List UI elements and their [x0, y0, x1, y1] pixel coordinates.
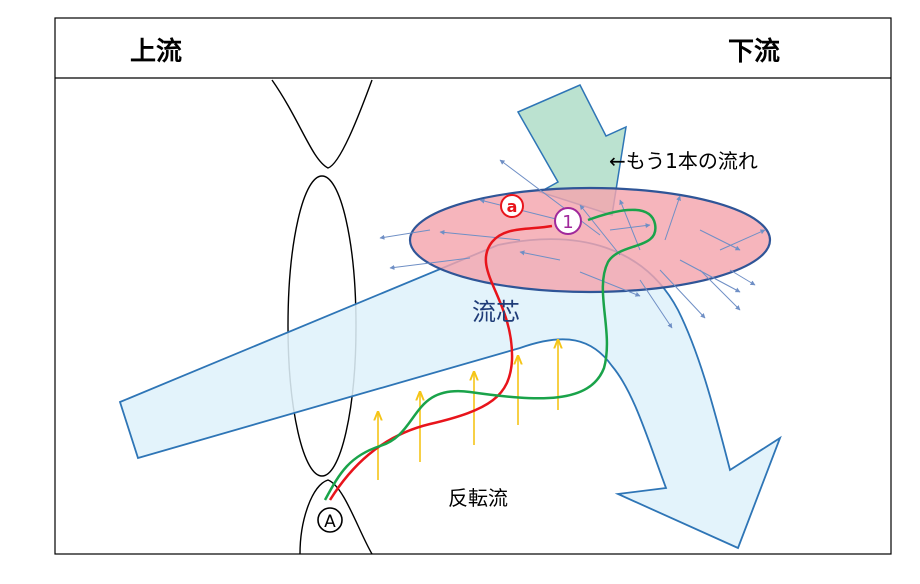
other-flow-label: ←もう1本の流れ	[609, 149, 758, 173]
marker-a-label: a	[507, 197, 518, 216]
marker-A: A	[317, 507, 343, 533]
marker-1: 1	[554, 207, 582, 235]
upstream-label: 上流	[130, 37, 182, 67]
red-flow-path	[328, 224, 553, 501]
marker-A-label: A	[324, 512, 336, 532]
reverse-flow-label: 反転流	[448, 486, 508, 510]
marker-a: a	[500, 194, 524, 218]
turbulence-ellipse	[408, 186, 772, 294]
other-flow-arrow	[516, 84, 627, 216]
green-flow-path	[323, 208, 657, 501]
downstream-label: 下流	[728, 37, 780, 67]
core-flow-label: 流芯	[472, 298, 520, 326]
rock-top-outline	[271, 79, 373, 169]
rock-bottom-outline	[299, 479, 373, 555]
marker-1-label: 1	[562, 212, 573, 233]
